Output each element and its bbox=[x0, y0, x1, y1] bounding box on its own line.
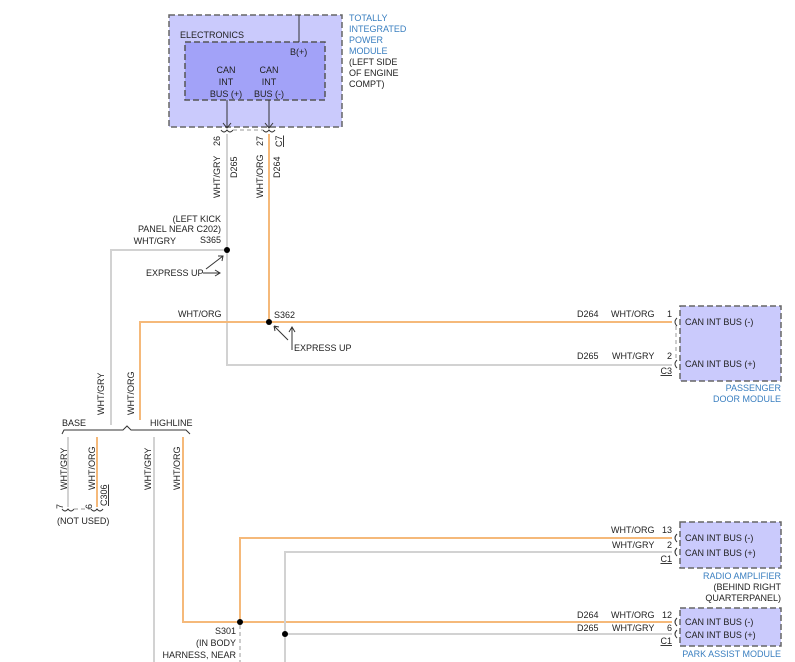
pin-7: 7 bbox=[55, 504, 65, 509]
pin-label: CAN INT BUS (+) bbox=[685, 359, 756, 369]
wire-label: WHT/GRY bbox=[59, 448, 69, 490]
wire-label: D265 bbox=[577, 623, 599, 633]
wire-label: D264 bbox=[577, 309, 599, 319]
wire-label: WHT/ORG bbox=[611, 610, 655, 620]
s365-location: (LEFT KICK bbox=[173, 214, 221, 224]
splice-s365 bbox=[224, 247, 230, 253]
tipm-location: OF ENGINE bbox=[349, 68, 399, 78]
pin-label: CAN bbox=[259, 65, 278, 75]
s365-location: PANEL NEAR C202) bbox=[138, 224, 221, 234]
wire-label: D265 bbox=[229, 156, 239, 178]
splice-s301 bbox=[237, 619, 243, 625]
wire-label: WHT/GRY bbox=[134, 236, 176, 246]
pin-label: INT bbox=[219, 77, 234, 87]
wire-label: D264 bbox=[577, 610, 599, 620]
connector-c306: C306 bbox=[99, 484, 109, 506]
splice bbox=[282, 631, 288, 637]
splice-s362 bbox=[266, 319, 272, 325]
highline-label: HIGHLINE bbox=[150, 418, 193, 428]
wire-label: WHT/ORG bbox=[126, 372, 136, 416]
pin-label: CAN INT BUS (-) bbox=[685, 617, 753, 627]
wire-d265 bbox=[226, 134, 672, 366]
tipm-location: COMPT) bbox=[349, 79, 385, 89]
wire-label: WHT/GRY bbox=[612, 540, 654, 550]
wire-d264 bbox=[268, 134, 672, 323]
wire-label: WHT/ORG bbox=[611, 309, 655, 319]
pin-label: CAN INT BUS (-) bbox=[685, 533, 753, 543]
pin-27: 27 bbox=[255, 136, 265, 146]
pin-label: BUS (-) bbox=[254, 89, 284, 99]
wire-label: D265 bbox=[577, 351, 599, 361]
module-location: QUARTERPANEL) bbox=[705, 593, 781, 603]
tipm-title: TOTALLY bbox=[349, 13, 388, 23]
tipm-title: MODULE bbox=[349, 46, 388, 56]
pin-13: 13 bbox=[662, 525, 672, 535]
not-used-label: (NOT USED) bbox=[57, 516, 109, 526]
radio-amplifier-module: CAN INT BUS (-) CAN INT BUS (+) WHT/ORG … bbox=[611, 521, 782, 603]
wire-label: D264 bbox=[272, 156, 282, 178]
s301-location: (IN BODY bbox=[196, 638, 236, 648]
express-up-label: EXPRESS UP bbox=[294, 343, 352, 353]
module-title: PASSENGER bbox=[726, 383, 782, 393]
module-title: PARK ASSIST MODULE bbox=[682, 649, 781, 659]
module-title: RADIO AMPLIFIER bbox=[703, 571, 782, 581]
wire-label: WHT/ORG bbox=[255, 155, 265, 199]
tipm-title: POWER bbox=[349, 35, 384, 45]
wire-label: WHT/GRY bbox=[612, 623, 654, 633]
pin-6: 6 bbox=[84, 504, 94, 509]
connector-c1: C1 bbox=[660, 554, 672, 564]
pin-6: 6 bbox=[667, 623, 672, 633]
pin-label: BUS (+) bbox=[210, 89, 242, 99]
tipm-title: INTEGRATED bbox=[349, 24, 407, 34]
module-location: (BEHIND RIGHT bbox=[714, 582, 782, 592]
wire-label: WHT/ORG bbox=[178, 309, 222, 319]
park-assist-module: CAN INT BUS (-) CAN INT BUS (+) D264 WHT… bbox=[577, 607, 782, 659]
pin-label: INT bbox=[262, 77, 277, 87]
wire-label: WHT/GRY bbox=[212, 156, 222, 198]
connector-c7: C7 bbox=[274, 135, 284, 147]
pin-2: 2 bbox=[667, 351, 672, 361]
connector-c3: C3 bbox=[660, 366, 672, 376]
wire-label: WHT/GRY bbox=[612, 351, 654, 361]
s365-label: S365 bbox=[200, 235, 221, 245]
pin-label: CAN INT BUS (+) bbox=[685, 630, 756, 640]
passenger-door-module: CAN INT BUS (-) CAN INT BUS (+) D264 WHT… bbox=[577, 305, 782, 404]
pin-2: 2 bbox=[667, 540, 672, 550]
s301-label: S301 bbox=[215, 626, 236, 636]
pin-1: 1 bbox=[667, 309, 672, 319]
wire-label: WHT/ORG bbox=[172, 447, 182, 491]
electronics-label: ELECTRONICS bbox=[180, 30, 244, 40]
pin-12: 12 bbox=[662, 610, 672, 620]
pin-label: CAN INT BUS (+) bbox=[685, 548, 756, 558]
pin-label: CAN bbox=[216, 65, 235, 75]
express-up-label: EXPRESS UP bbox=[146, 268, 204, 278]
s362-label: S362 bbox=[274, 310, 295, 320]
wire-label: WHT/ORG bbox=[87, 447, 97, 491]
s301-location: HARNESS, NEAR bbox=[162, 650, 236, 660]
pin-label: CAN INT BUS (-) bbox=[685, 317, 753, 327]
base-label: BASE bbox=[62, 418, 86, 428]
bplus-label: B(+) bbox=[290, 47, 307, 57]
tipm-module: ELECTRONICS B(+) CAN INT BUS (+) CAN INT… bbox=[168, 13, 407, 129]
pin-26: 26 bbox=[212, 136, 222, 146]
wire-label: WHT/GRY bbox=[96, 373, 106, 415]
wire-label: WHT/ORG bbox=[611, 525, 655, 535]
wire-label: WHT/GRY bbox=[143, 448, 153, 490]
module-title: DOOR MODULE bbox=[713, 394, 781, 404]
connector-c1: C1 bbox=[660, 636, 672, 646]
tipm-location: (LEFT SIDE bbox=[349, 57, 397, 67]
